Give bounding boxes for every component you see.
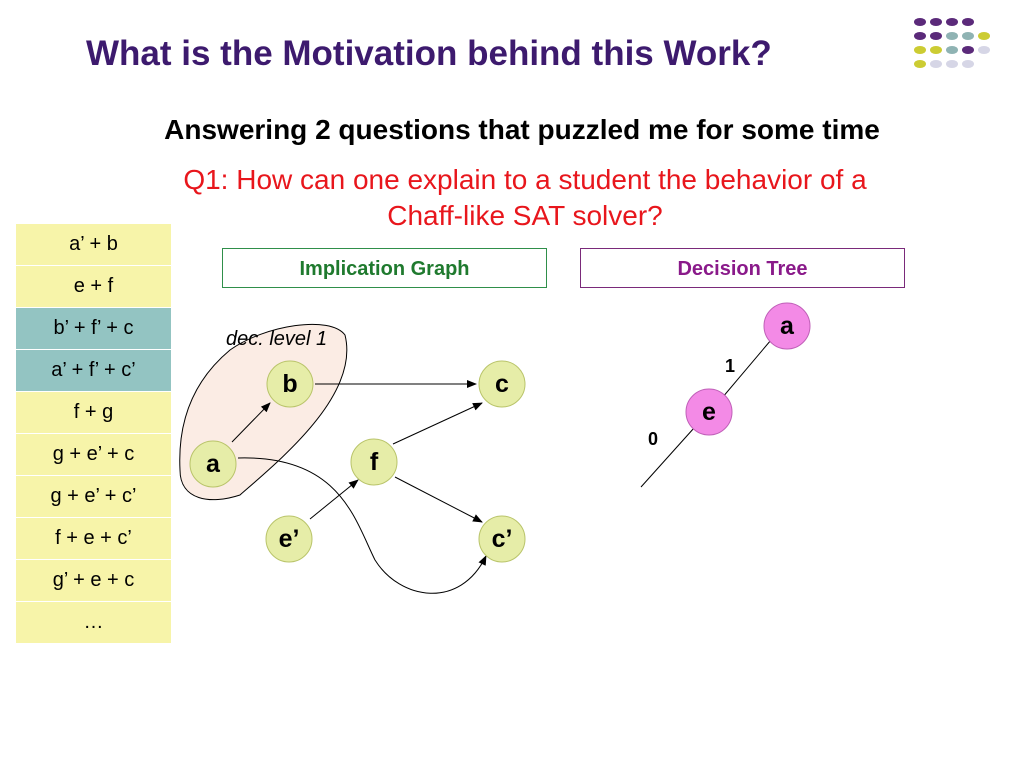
decoration-dot [962,18,974,26]
decoration-dot [962,32,974,40]
edge-a-b [231,402,271,443]
decoration-dot [930,18,942,26]
question-line-2: Chaff-like SAT solver? [387,200,663,232]
clause-item: g + e’ + c’ [16,476,171,518]
node-e-neg: e’ [265,515,313,563]
decoration-dot [930,60,942,68]
clause-item: f + e + c’ [16,518,171,560]
svg-text:a: a [206,450,221,478]
tree-edge-a-e [721,339,772,399]
decoration-dot [914,60,926,68]
decoration-dot [946,60,958,68]
clause-list: a’ + b e + f b’ + f’ + c a’ + f’ + c’ f … [16,224,171,644]
clause-item: a’ + f’ + c’ [16,350,171,392]
question-line-1: Q1: How can one explain to a student the… [183,164,867,195]
decoration-dot [914,46,926,54]
svg-text:e’: e’ [279,525,300,553]
decoration-dot [946,32,958,40]
decoration-dot [914,18,926,26]
clause-item: e + f [16,266,171,308]
decision-level-label: dec. level 1 [226,328,327,350]
clause-item: … [16,602,171,644]
svg-text:e: e [702,398,716,426]
svg-text:c’: c’ [492,525,513,553]
node-b: b [266,360,314,408]
decoration-dot [946,18,958,26]
decoration-dot [978,46,990,54]
decoration-dot [962,46,974,54]
node-f: f [350,438,398,486]
slide-subtitle: Answering 2 questions that puzzled me fo… [164,114,880,145]
svg-text:b: b [282,370,297,398]
question-text: Q1: How can one explain to a student the… [60,162,990,235]
decoration-dot [930,46,942,54]
decoration-dot [978,32,990,40]
dot-grid-decoration [914,18,990,68]
edge-f-c [392,402,483,445]
decoration-dot [930,32,942,40]
clause-item: g + e’ + c [16,434,171,476]
edge-a-c-neg [237,457,487,594]
tree-node-a: a [763,302,811,350]
clause-item: g’ + e + c [16,560,171,602]
node-c-neg: c’ [478,515,526,563]
slide-title: What is the Motivation behind this Work? [86,34,772,73]
decoration-dot [962,60,974,68]
clause-item: a’ + b [16,224,171,266]
tree-edge-label-1: 1 [725,356,735,376]
node-c: c [478,360,526,408]
decoration-dot [946,46,958,54]
svg-text:a: a [780,312,795,340]
clause-item: f + g [16,392,171,434]
decision-tree-title-box: Decision Tree [580,248,905,288]
tree-node-e: e [685,388,733,436]
tree-edge-e-down [640,427,695,488]
edge-f-c-neg [394,476,483,523]
decoration-dot [914,32,926,40]
clause-item: b’ + f’ + c [16,308,171,350]
implication-graph-title-box: Implication Graph [222,248,547,288]
svg-text:c: c [495,370,509,398]
svg-text:f: f [370,448,379,476]
edge-e-neg-f [309,479,359,520]
tree-edge-label-0: 0 [648,429,658,449]
node-a: a [189,440,237,488]
